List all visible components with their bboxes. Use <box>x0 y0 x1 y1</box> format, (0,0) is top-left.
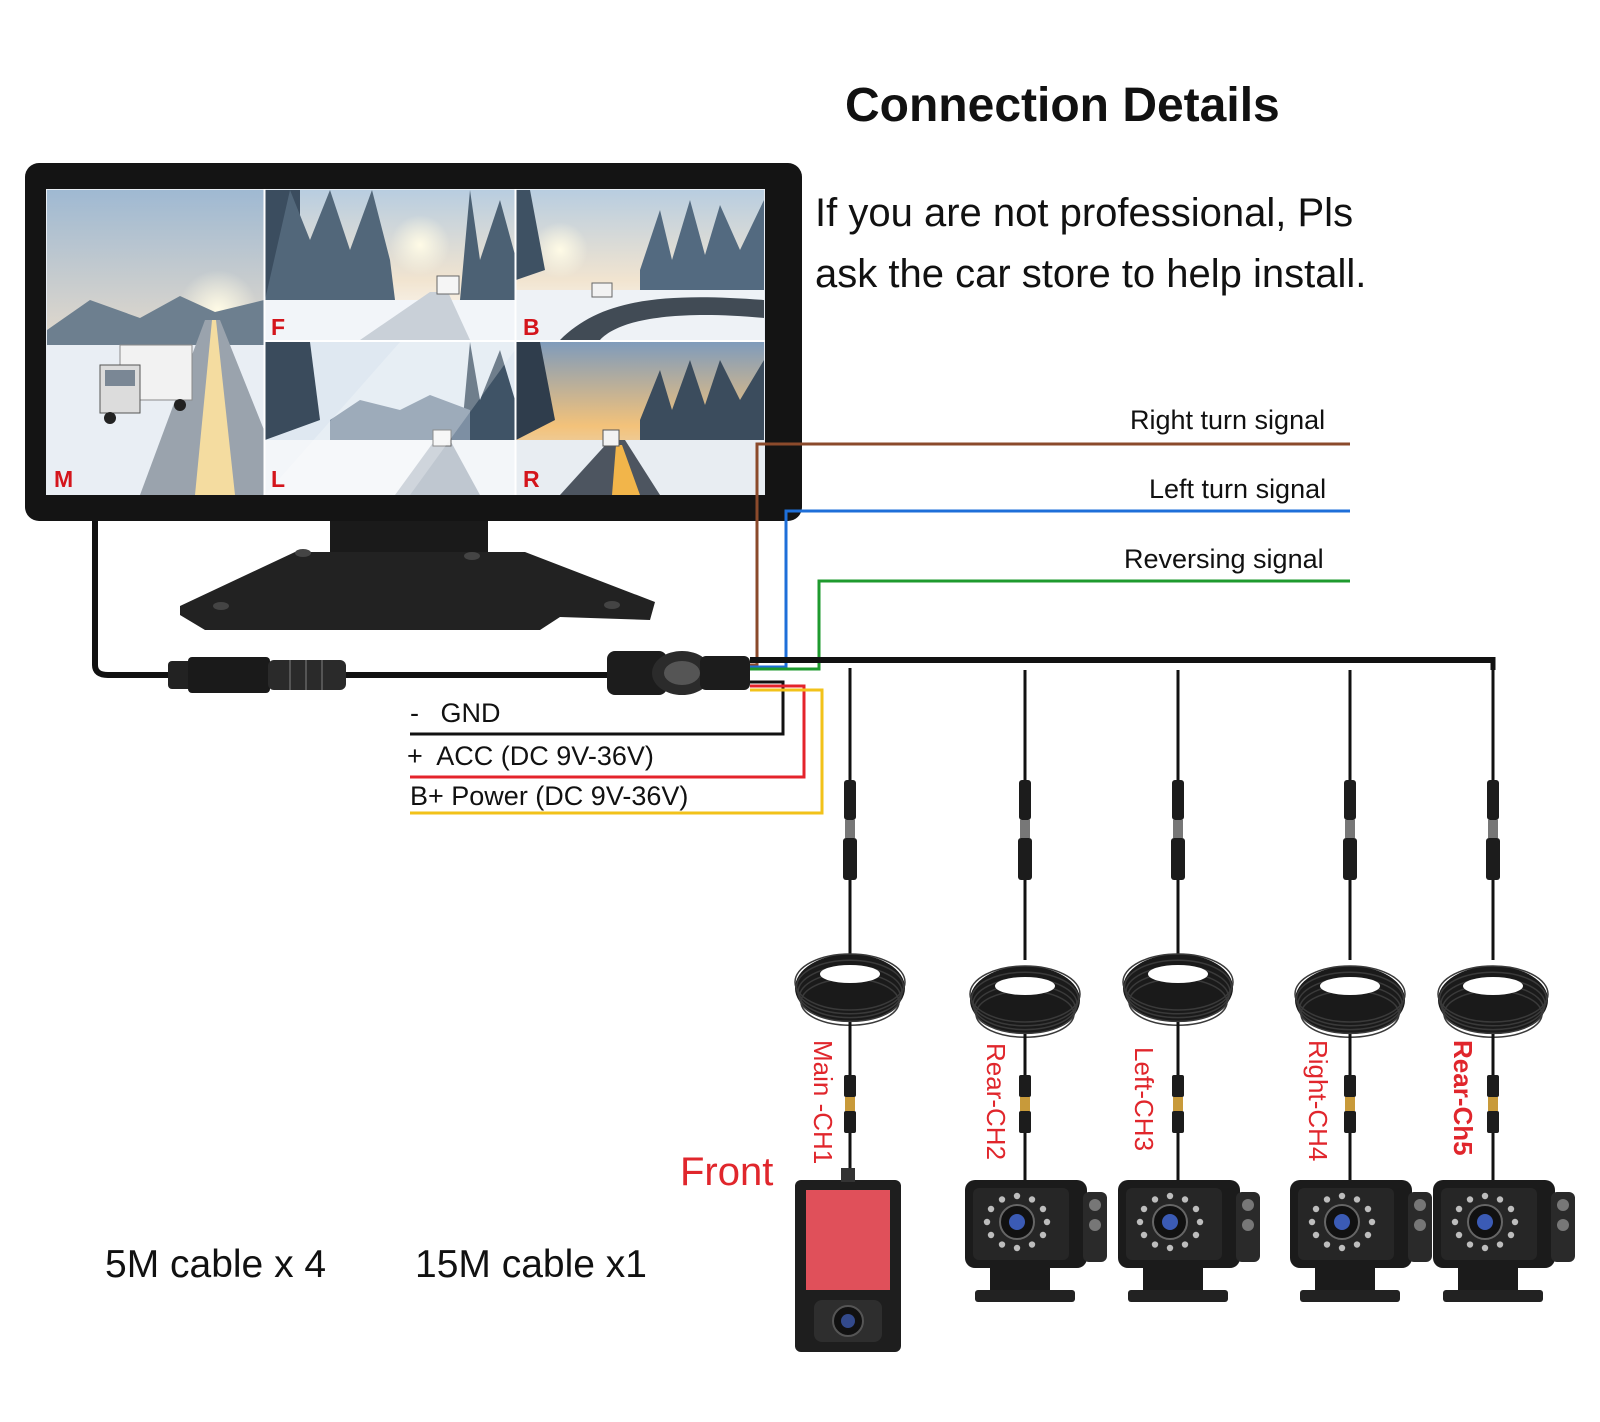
left-turn-wire <box>750 509 1350 669</box>
left-turn-signal-label: Left turn signal <box>1149 474 1327 504</box>
cable-count-5m: 5M cable x 4 <box>105 1243 327 1286</box>
rear-camera-3 <box>1118 1180 1260 1302</box>
gnd-wire <box>410 680 785 736</box>
reversing-signal-label: Reversing signal <box>1124 544 1324 574</box>
camera-cables <box>794 668 1575 1352</box>
install-note-line-1: If you are not professional, Pls <box>815 191 1354 235</box>
install-note-line-2: ask the car store to help install. <box>815 252 1367 296</box>
channel-label-ch1: Main -CH1 <box>808 1040 838 1165</box>
view-label-b: B <box>523 314 540 340</box>
monitor-stand <box>180 521 655 630</box>
view-right <box>516 342 764 495</box>
rear-camera-4 <box>1290 1180 1432 1302</box>
channel-label-ch3: Left-CH3 <box>1129 1047 1159 1152</box>
channel-label-ch5: Rear-Ch5 <box>1448 1040 1478 1156</box>
page-title: Connection Details <box>845 79 1280 132</box>
install-note: If you are not professional, Pls ask the… <box>815 183 1366 305</box>
view-main <box>47 190 264 495</box>
camera-chain-1 <box>794 668 906 1180</box>
right-turn-wire <box>750 442 1350 667</box>
acc-symbol: + <box>407 741 423 771</box>
bplus-label: B+ Power (DC 9V-36V) <box>410 781 689 811</box>
camera-chain-2 <box>969 670 1081 1180</box>
acc-label: + ACC (DC 9V-36V) <box>407 741 654 772</box>
view-back <box>516 190 764 340</box>
acc-wire <box>410 684 806 779</box>
front-label: Front <box>680 1150 774 1194</box>
camera-chain-4 <box>1294 670 1406 1180</box>
right-turn-signal-label: Right turn signal <box>1130 405 1326 435</box>
view-label-f: F <box>271 314 286 340</box>
camera-chain-3 <box>1122 670 1234 1180</box>
rear-camera-5 <box>1433 1180 1575 1302</box>
camera-chain-5 <box>1437 670 1549 1180</box>
rear-camera-2 <box>965 1180 1107 1302</box>
view-left <box>265 342 515 495</box>
front-camera <box>795 1168 901 1352</box>
cable-count-15m: 15M cable x1 <box>415 1243 647 1286</box>
reversing-wire <box>750 579 1350 671</box>
view-front <box>265 190 515 340</box>
bplus-wire <box>410 688 824 815</box>
gnd-label: - GND <box>410 698 501 729</box>
view-label-m: M <box>54 466 74 492</box>
view-label-r: R <box>523 466 540 492</box>
gnd-text: GND <box>440 698 501 728</box>
view-label-l: L <box>271 466 286 492</box>
channel-label-ch2: Rear-CH2 <box>981 1043 1011 1161</box>
gnd-symbol: - <box>410 698 419 728</box>
channel-label-ch4: Right-CH4 <box>1303 1040 1333 1162</box>
acc-text: ACC (DC 9V-36V) <box>436 741 654 771</box>
